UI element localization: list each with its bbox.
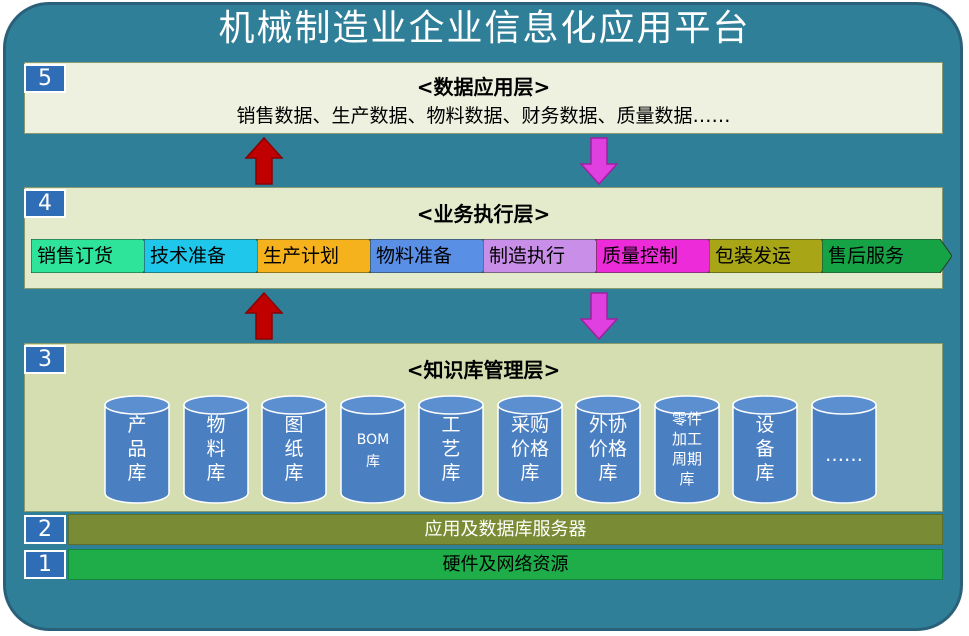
- database-label: 图 纸 库: [284, 414, 304, 484]
- process-step: 包装发运: [709, 239, 833, 273]
- down-arrow-icon: [579, 291, 619, 345]
- process-step-label: 销售订货: [37, 245, 114, 267]
- database-label: 工 艺 库: [441, 414, 461, 484]
- database-cylinder: 图 纸 库: [261, 395, 327, 504]
- process-step-label: 技术准备: [150, 245, 227, 267]
- database-cylinder: BOM 库: [340, 395, 406, 504]
- process-step: 售后服务: [822, 239, 952, 273]
- database-cylinder: 零件 加工 周期 库: [654, 395, 720, 504]
- database-cylinder: 产 品 库: [104, 395, 170, 504]
- server-layer: 应用及数据库服务器: [68, 514, 943, 545]
- layer-number-1: 1: [24, 550, 66, 579]
- database-cylinder: 物 料 库: [183, 395, 249, 504]
- process-step-label: 制造执行: [489, 245, 566, 267]
- database-cylinder: ……: [811, 395, 877, 504]
- data-application-layer-title: <数据应用层>: [416, 75, 551, 99]
- process-step: 制造执行: [483, 239, 607, 273]
- database-label: ……: [825, 444, 863, 466]
- database-cylinder: 采购 价格 库: [497, 395, 563, 504]
- process-step-label: 质量控制: [602, 245, 679, 267]
- down-arrow-icon: [579, 136, 619, 190]
- layer-number-5: 5: [24, 64, 66, 93]
- process-step: 质量控制: [596, 239, 720, 273]
- process-step-label: 售后服务: [828, 245, 905, 267]
- database-label: 零件 加工 周期 库: [671, 410, 702, 488]
- hardware-layer: 硬件及网络资源: [68, 549, 943, 580]
- business-execution-layer: <业务执行层>: [24, 187, 943, 289]
- process-step-shape: [822, 239, 952, 273]
- platform-title: 机械制造业企业信息化应用平台: [218, 8, 751, 49]
- process-step: 物料准备: [370, 239, 494, 273]
- business-execution-layer-title: <业务执行层>: [416, 202, 551, 226]
- layer-number-2: 2: [24, 515, 66, 544]
- process-step-label: 物料准备: [376, 245, 453, 267]
- database-label: 物 料 库: [206, 414, 226, 484]
- server-layer-label: 应用及数据库服务器: [424, 519, 587, 540]
- data-application-layer: <数据应用层> 销售数据、生产数据、物料数据、财务数据、质量数据……: [24, 62, 943, 134]
- layer-number-4: 4: [24, 189, 66, 218]
- database-cylinder: 设 备 库: [732, 395, 798, 504]
- database-label: BOM 库: [356, 432, 390, 470]
- database-cylinder: 工 艺 库: [418, 395, 484, 504]
- data-application-layer-subtitle: 销售数据、生产数据、物料数据、财务数据、质量数据……: [236, 105, 731, 127]
- database-label: 外协 价格 库: [588, 414, 627, 484]
- hardware-layer-label: 硬件及网络资源: [442, 554, 569, 575]
- database-label: 产 品 库: [127, 414, 147, 484]
- database-label: 采购 价格 库: [510, 414, 549, 484]
- process-step: 生产计划: [257, 239, 381, 273]
- process-step: 技术准备: [144, 239, 268, 273]
- process-step: 销售订货: [31, 239, 155, 273]
- database-label: 设 备 库: [755, 414, 775, 484]
- up-arrow-icon: [244, 291, 284, 345]
- up-arrow-icon: [244, 136, 284, 190]
- process-step-label: 包装发运: [715, 245, 792, 267]
- database-cylinder: 外协 价格 库: [575, 395, 641, 504]
- knowledge-base-layer-title: <知识库管理层>: [406, 358, 561, 382]
- layer-number-3: 3: [24, 345, 66, 374]
- process-step-label: 生产计划: [263, 245, 340, 267]
